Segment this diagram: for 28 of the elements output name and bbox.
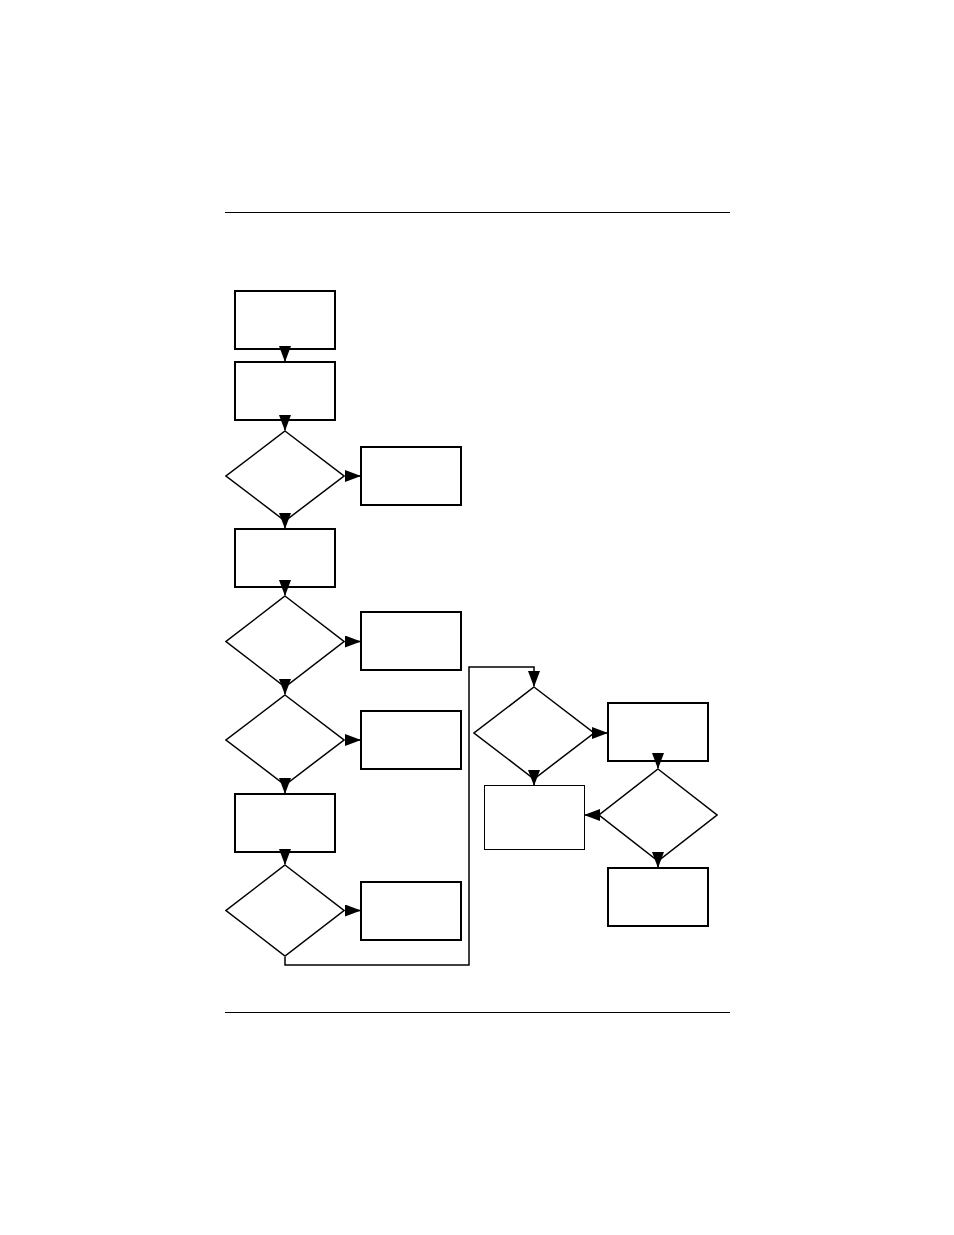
arrow [279, 346, 291, 362]
arrow [344, 904, 361, 917]
process-box [360, 446, 462, 506]
arrow [652, 753, 664, 769]
arrow [279, 778, 291, 794]
process-box [607, 867, 709, 927]
process-box [360, 881, 462, 941]
arrow [652, 852, 664, 868]
arrow [279, 415, 291, 431]
process-box [234, 361, 336, 421]
arrow [279, 849, 291, 865]
arrow [279, 679, 291, 695]
process-box [484, 785, 585, 850]
arrow [592, 727, 608, 739]
process-box [360, 611, 462, 671]
process-box [360, 710, 462, 770]
process-box [607, 702, 709, 762]
process-box [234, 290, 336, 350]
arrow [279, 513, 291, 529]
arrow [284, 666, 540, 966]
process-box [234, 528, 336, 588]
process-box [234, 793, 336, 853]
arrow [344, 470, 361, 482]
arrow [344, 734, 361, 746]
arrow [279, 580, 291, 596]
arrow [528, 770, 540, 786]
arrow [344, 635, 361, 648]
arrow [584, 809, 600, 821]
